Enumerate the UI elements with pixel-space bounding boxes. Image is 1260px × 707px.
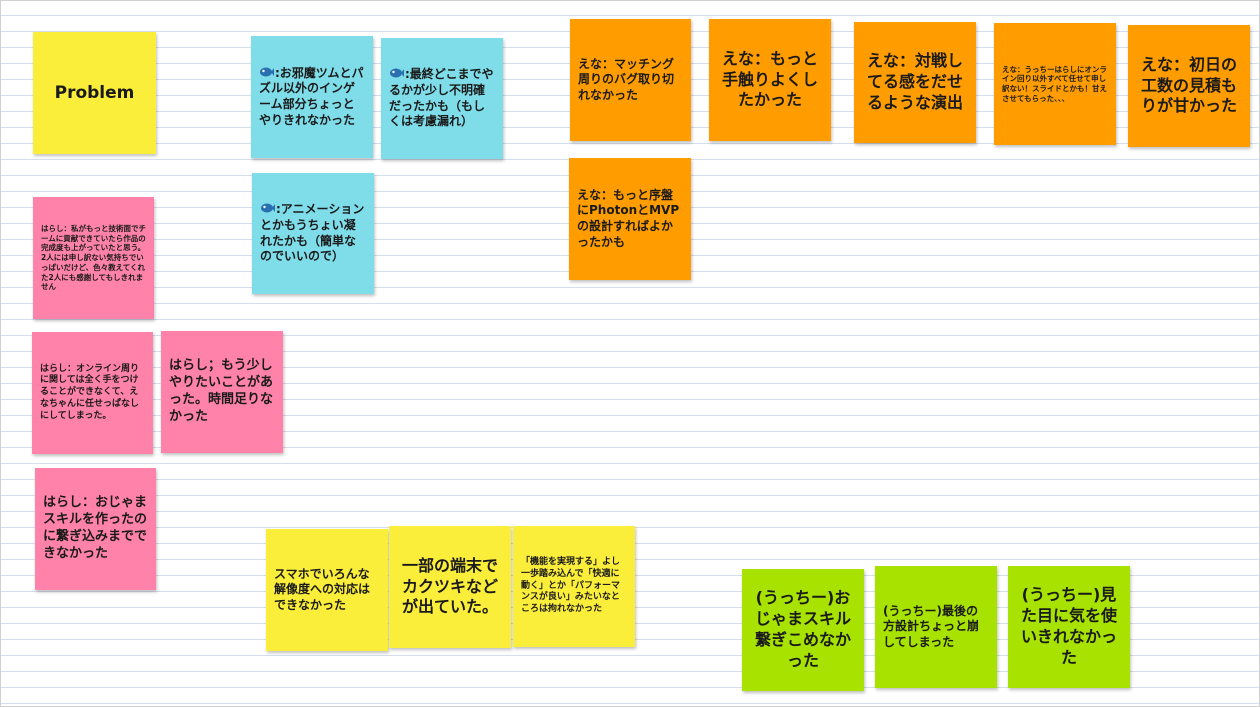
note-text: えな：もっと序盤にPhotonとMVPの設計すればよかったかも [577, 187, 680, 249]
sticky-note-yellow-3[interactable]: 「機能を実現する」よし一歩踏み込んで「快適に動く」とか「パフォーマンスが良い」み… [513, 526, 635, 647]
sticky-note-orange-1[interactable]: えな：マッチング周りのバグ取り切れなかった [570, 19, 691, 141]
note-text: Problem [54, 82, 135, 103]
note-text: 一部の端末でカクツキなどが出ていた。 [401, 555, 498, 617]
fish-icon [261, 203, 275, 213]
sticky-note-yellow-2[interactable]: 一部の端末でカクツキなどが出ていた。 [389, 526, 511, 648]
sticky-note-yellow-1[interactable]: スマホでいろんな解像度への対応はできなかった [266, 529, 388, 651]
note-text: (うっちー)最後の方設計ちょっと崩してしまった [883, 603, 980, 649]
sticky-note-orange-5[interactable]: えな：初日の工数の見積もりが甘かった [1128, 25, 1250, 147]
sticky-note-cyan-3[interactable]: :アニメーションとかもうちょい凝れたかも（簡単なのでいいので） [252, 173, 374, 294]
sticky-note-problem[interactable]: Problem [33, 32, 156, 154]
sticky-note-orange-3[interactable]: えな：対戦してる感をだせるような演出 [854, 22, 976, 143]
note-text: :アニメーションとかもうちょい凝れたかも（簡単なのでいいので） [260, 202, 365, 264]
note-text: :最終どこまでやるかが少し不明確だったかも（もしくは考慮漏れ） [389, 67, 494, 129]
sticky-note-cyan-1[interactable]: :お邪魔ツムとパズル以外のインゲーム部分ちょっとやりきれなかった [251, 36, 373, 158]
sticky-note-pink-3[interactable]: はらし；もう少しやりたいことがあった。時間足りなかった [161, 331, 283, 453]
note-text: はらし：私がもっと技術面でチームに貢献できていたら作品の完成度も上がっていたと思… [41, 223, 146, 292]
sticky-note-pink-4[interactable]: はらし：おじゃまスキルを作ったのに繋ぎ込みまでできなかった [35, 468, 156, 590]
note-text: えな：マッチング周りのバグ取り切れなかった [578, 56, 675, 102]
note-text: (うっちー)見た目に気を使いきれなかった [1020, 585, 1117, 667]
fish-icon [390, 68, 404, 78]
note-text: :お邪魔ツムとパズル以外のインゲーム部分ちょっとやりきれなかった [259, 65, 364, 127]
sticky-note-cyan-2[interactable]: :最終どこまでやるかが少し不明確だったかも（もしくは考慮漏れ） [381, 38, 503, 159]
note-text: えな：初日の工数の見積もりが甘かった [1140, 54, 1237, 116]
note-text: えな：もっと手触りよくしたかった [721, 48, 818, 110]
note-text: はらし：オンライン周りに関しては全く手をつけることができなくて、えなちゃんに任せ… [40, 363, 140, 421]
sticky-note-pink-1[interactable]: はらし：私がもっと技術面でチームに貢献できていたら作品の完成度も上がっていたと思… [33, 197, 154, 319]
sticky-note-orange-6[interactable]: えな：もっと序盤にPhotonとMVPの設計すればよかったかも [569, 158, 691, 280]
sticky-note-orange-2[interactable]: えな：もっと手触りよくしたかった [709, 19, 831, 141]
sticky-note-lime-2[interactable]: (うっちー)最後の方設計ちょっと崩してしまった [875, 566, 997, 688]
note-text: はらし：おじゃまスキルを作ったのに繋ぎ込みまでできなかった [43, 495, 148, 561]
note-text: 「機能を実現する」よし一歩踏み込んで「快適に動く」とか「パフォーマンスが良い」み… [521, 557, 621, 615]
fish-icon [260, 67, 274, 77]
note-text: えな：うっちーはらしにオンライン回り以外すべて任せて申し訳ない！スライドとかも！… [1002, 64, 1107, 103]
sticky-note-lime-3[interactable]: (うっちー)見た目に気を使いきれなかった [1008, 566, 1130, 688]
note-text: (うっちー)おじゃまスキル繋ぎこめなかった [754, 588, 851, 670]
sticky-note-pink-2[interactable]: はらし：オンライン周りに関しては全く手をつけることができなくて、えなちゃんに任せ… [32, 332, 153, 454]
note-text: はらし；もう少しやりたいことがあった。時間足りなかった [169, 358, 274, 424]
note-text: えな：対戦してる感をだせるような演出 [866, 51, 963, 112]
sticky-note-lime-1[interactable]: (うっちー)おじゃまスキル繋ぎこめなかった [742, 569, 864, 691]
note-text: スマホでいろんな解像度への対応はできなかった [274, 566, 371, 612]
sticky-note-orange-4[interactable]: えな：うっちーはらしにオンライン回り以外すべて任せて申し訳ない！スライドとかも！… [994, 23, 1116, 145]
